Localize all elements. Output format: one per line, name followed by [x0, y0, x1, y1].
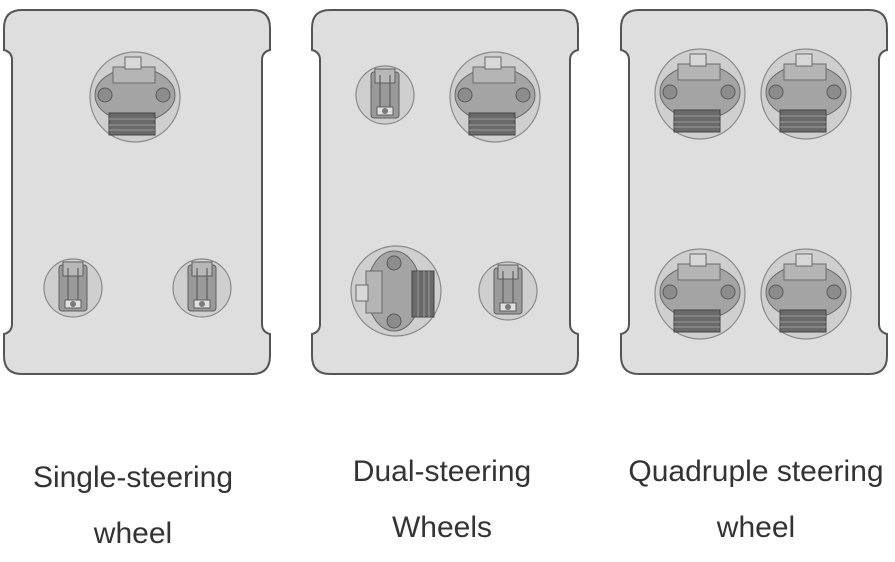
steering-wheel-module [654, 48, 746, 140]
caption-dual-steering: Dual-steering Wheels [322, 444, 562, 556]
panel-quadruple-steering [620, 9, 888, 375]
caption-single-steering: Single-steering wheel [13, 450, 253, 562]
caption-quadruple-steering: Quadruple steering wheel [620, 444, 892, 556]
steering-wheel-module [760, 48, 852, 140]
caption-line: Quadruple steering [628, 455, 884, 488]
caster-wheel [172, 258, 232, 318]
caster-wheel [355, 65, 415, 125]
caption-line: Dual-steering [352, 455, 532, 488]
steering-wheel-module [89, 51, 181, 143]
caption-line: Wheels [391, 511, 493, 544]
panel-dual-steering [311, 9, 579, 375]
steering-wheel-module [760, 248, 852, 340]
caption-line: Single-steering [32, 461, 234, 494]
steering-wheel-module [350, 245, 442, 337]
caster-wheel [43, 258, 103, 318]
steering-wheel-module [654, 248, 746, 340]
caption-line: wheel [93, 517, 173, 550]
panel-single-steering [3, 9, 271, 375]
caster-wheel [478, 261, 538, 321]
caption-line: wheel [716, 511, 796, 544]
steering-wheel-module [449, 51, 541, 143]
